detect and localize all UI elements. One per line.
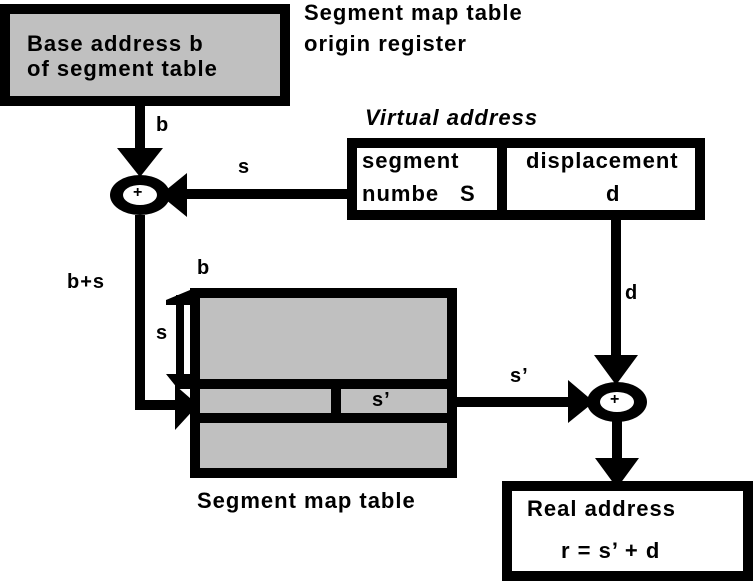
- origin-register-line1: Base address b: [27, 31, 204, 56]
- segment-field-symbol: S: [460, 181, 476, 206]
- segment-map-table: [190, 288, 457, 478]
- arrowhead-result: [595, 458, 639, 488]
- bottom-adder: [587, 382, 647, 422]
- table-entry-s-prime: s’: [372, 389, 391, 411]
- top-adder: [110, 175, 170, 215]
- segment-map-table-caption: Segment map table: [197, 488, 416, 513]
- displacement-field-line2: d: [606, 181, 621, 206]
- arrowhead-b: [117, 148, 163, 177]
- arrowhead-d: [594, 355, 638, 385]
- bottom-adder-plus-icon: +: [610, 391, 620, 408]
- origin-register-line2: of segment table: [27, 56, 218, 81]
- origin-register-box: [0, 4, 290, 106]
- edge-label-d: d: [625, 282, 639, 304]
- table-b-marker: b: [197, 257, 211, 279]
- arrowhead-b-plus-s: [175, 385, 198, 430]
- arrowhead-s: [160, 173, 187, 217]
- origin-register-caption-line2: origin register: [304, 31, 467, 56]
- edge-label-s: s: [238, 156, 251, 178]
- arrowhead-s-prime: [568, 380, 594, 423]
- edge-label-b: b: [156, 114, 170, 136]
- virtual-address-title: Virtual address: [365, 105, 539, 130]
- origin-register-caption-line1: Segment map table: [304, 0, 523, 25]
- real-address-title: Real address: [527, 496, 676, 521]
- edge-label-s-prime: s’: [510, 365, 529, 387]
- s-offset-arrow-top: [166, 290, 190, 305]
- segment-number-field-box: [347, 138, 507, 220]
- segment-field-line1: segment: [362, 148, 460, 173]
- real-address-box: [502, 481, 753, 581]
- real-address-formula: r = s’ + d: [561, 538, 661, 563]
- displacement-field-box: [497, 138, 705, 220]
- segment-field-line2: numbe: [362, 181, 440, 206]
- top-adder-plus-icon: +: [133, 184, 143, 201]
- s-offset-arrow-bottom: [166, 374, 190, 389]
- displacement-field-line1: displacement: [526, 148, 679, 173]
- edge-label-b-plus-s: b+s: [67, 271, 106, 293]
- table-s-offset-label: s: [156, 322, 169, 344]
- edge-b-plus-s: [135, 215, 178, 410]
